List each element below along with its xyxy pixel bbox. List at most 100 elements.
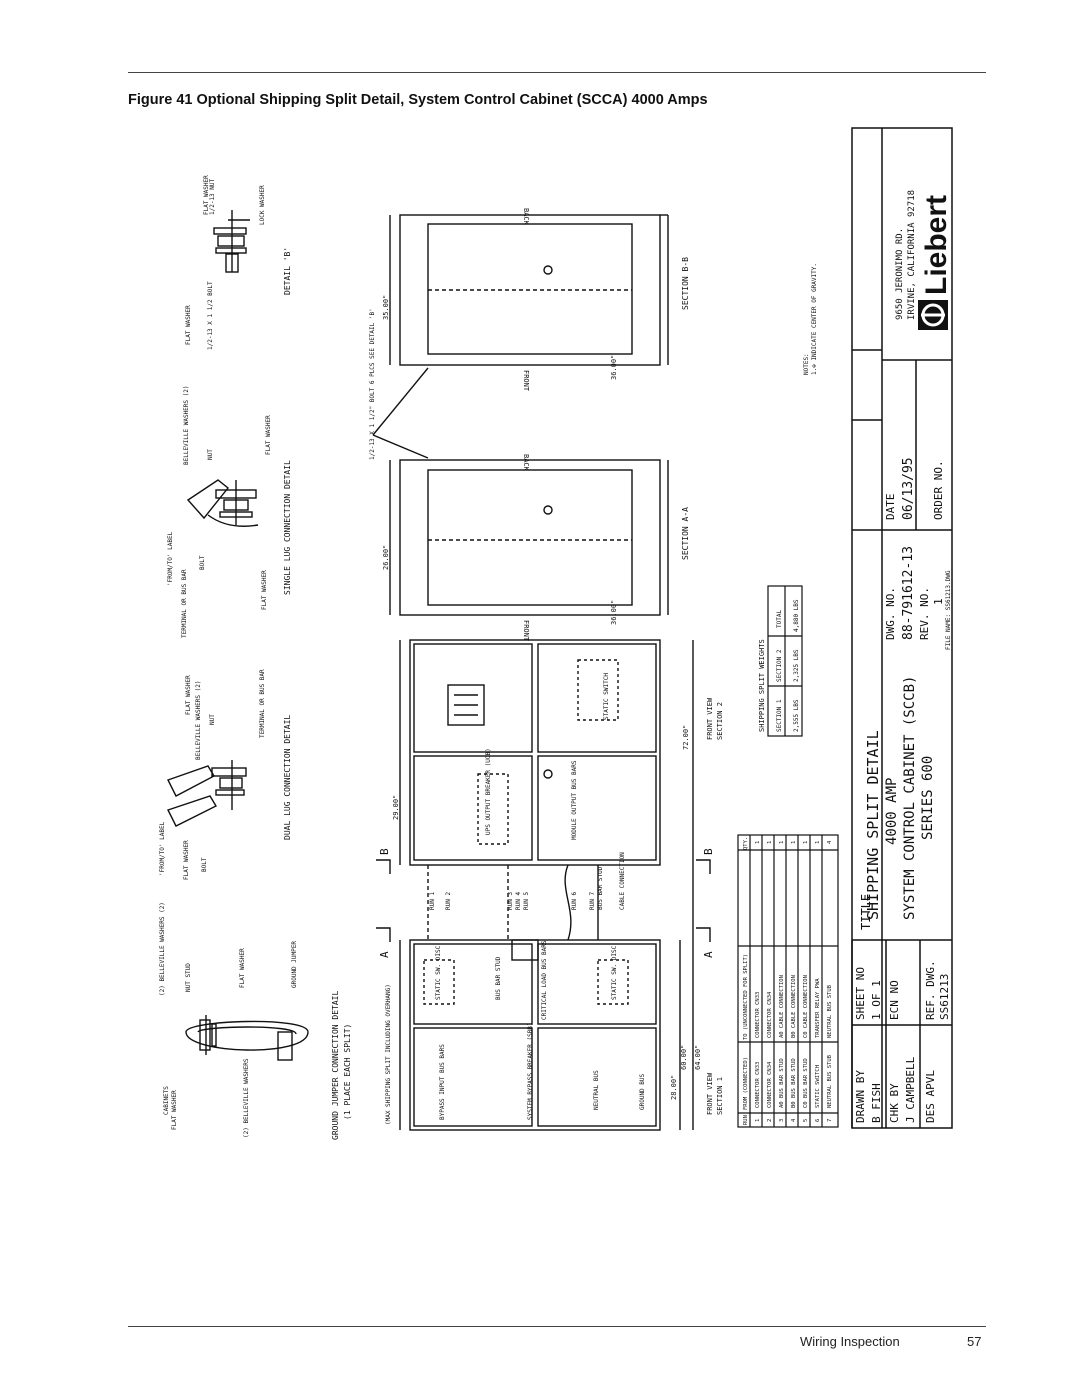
single-lug-label-4: BELLEVILLE WASHERS (2): [183, 386, 190, 465]
run-row-6-from: STATIC SWITCH: [815, 1065, 821, 1108]
ref-dwg-value: SS61213: [938, 974, 951, 1020]
single-lug-title: SINGLE LUG CONNECTION DETAIL: [283, 460, 292, 595]
weights-value-total: 4,880 LBS: [793, 599, 800, 632]
ground-jumper-label-2: FLAT WASHER: [239, 948, 246, 988]
weights-value-s1: 2,555 LBS: [793, 699, 800, 732]
title-label: TITLE: [859, 894, 873, 930]
run-table-header-from: FROM (CONNECTED): [743, 1057, 749, 1110]
s1-label-5: BUS BAR STUD: [495, 956, 502, 1000]
address-line-2: IRVINE, CALIFORNIA 92718: [907, 190, 917, 320]
run-row-7-qty: 4: [827, 840, 833, 844]
run-6: RUN 6: [571, 892, 578, 910]
section-marker-b-bottom: B: [702, 848, 715, 855]
run-row-4-from: B0 BUS BAR STUD: [791, 1058, 797, 1108]
chk-by-value: J CAMPBELL: [904, 1056, 917, 1123]
dim-29: 29.00": [392, 795, 400, 820]
run-row-6-run: 6: [815, 1119, 821, 1122]
run-row-6-to: TRANSFER RELAY PWA: [815, 978, 821, 1038]
front-view-drawing: [376, 639, 711, 1131]
weights-header-s2: SECTION 2: [776, 649, 783, 682]
run-row-5-run: 5: [803, 1119, 809, 1122]
ground-jumper-label-1: NUT STUD: [185, 963, 192, 992]
run-row-7-to: NEUTRAL BUS STUB: [827, 984, 833, 1038]
section-aa-width: 36.00": [610, 600, 618, 625]
section-bb-width: 36.00": [610, 355, 618, 380]
title-line-3: SYSTEM CONTROL CABINET (SCCB): [902, 676, 918, 920]
run-row-1-qty: 1: [755, 841, 761, 844]
section-aa-depth: 26.00": [382, 545, 390, 570]
page-number: 57: [967, 1334, 982, 1349]
run-row-5-qty: 1: [803, 841, 809, 844]
ref-dwg-label: REF. DWG.: [924, 960, 937, 1020]
run-row-2-run: 2: [767, 1119, 773, 1122]
s2-label-0: UPS OUTPUT BREAKER (UOB): [485, 748, 492, 835]
single-lug-detail: 'FROM/TO' LABEL TERMINAL OR BUS BAR BOLT…: [167, 386, 292, 638]
detail-b-label-4: 1/2-13 X 1 1/2 BOLT: [207, 281, 214, 350]
dual-lug-label-2: BOLT: [201, 857, 208, 872]
run-row-3-run: 3: [779, 1119, 785, 1122]
dual-lug-label-6: TERMINAL OR BUS BAR: [259, 669, 266, 738]
shipping-split-drawing: Liebert 9650 JERONIMO RD. IRVINE, CALIFO…: [159, 127, 953, 1140]
dual-lug-drawing: [167, 760, 247, 827]
sheet-no-label: SHEET NO: [854, 967, 867, 1020]
run-row-5-from: C0 BUS BAR STUD: [803, 1058, 809, 1108]
dwg-no-value: 88-791612-13: [901, 546, 916, 640]
run-row-2-from: CONNECTOR CN34: [767, 1061, 773, 1108]
detail-b-label-2: LOCK WASHER: [259, 185, 266, 225]
run-row-1-to: CONNECTOR CN33: [755, 992, 761, 1038]
drawn-by-value: B FISH: [870, 1083, 883, 1123]
dwg-no-label: DWG. NO.: [884, 587, 897, 640]
run-bus-bar-stud: BUS BAR STUD: [597, 866, 604, 910]
s1-label-4: STATIC SW. DISC.: [435, 942, 442, 1000]
date-value: 06/13/95: [901, 457, 916, 520]
dim-72: 72.00": [682, 725, 690, 750]
run-4: RUN 4: [515, 892, 522, 910]
ground-jumper-label-4: CABINETS: [163, 1086, 170, 1115]
detail-b-title: DETAIL 'B': [283, 247, 292, 295]
section-marker-a-top: A: [378, 951, 391, 958]
s1-label-3: GROUND BUS: [639, 1073, 646, 1110]
des-apvl-label: DES APVL: [924, 1070, 937, 1123]
date-label: DATE: [884, 494, 897, 521]
view-label-section-2: SECTION 2: [716, 702, 724, 740]
run-row-1-run: 1: [755, 1119, 761, 1122]
view-label-section-1: SECTION 1: [716, 1077, 724, 1115]
figure-caption: Figure 41 Optional Shipping Split Detail…: [128, 92, 708, 108]
s2-label-2: STATIC SWITCH: [603, 673, 610, 720]
dim-64: 64.00": [694, 1045, 702, 1070]
single-lug-label-6: FLAT WASHER: [265, 415, 272, 455]
section-bb-front: FRONT: [522, 370, 530, 392]
dual-lug-label-4: NUT: [209, 714, 216, 725]
ground-jumper-label-3: GROUND JUMPER: [291, 941, 298, 988]
company-name: Liebert: [920, 195, 953, 295]
single-lug-label-5: NUT: [207, 449, 214, 460]
front-view-text: (MAX SHIPPING SPLIT INCLUDING OVERHANG) …: [378, 673, 724, 1125]
dual-lug-label-1: FLAT WASHER: [183, 840, 190, 880]
ground-jumper-label-6: (2) BELLEVILLE WASHERS: [243, 1058, 250, 1138]
run-7: RUN 7: [589, 892, 596, 910]
run-table-header-to: TO (UNCONNECTED FOR SPLIT): [743, 954, 749, 1040]
s1-label-6: CRITICAL LOAD BUS BARS: [541, 940, 548, 1020]
run-5: RUN 5: [523, 892, 530, 910]
detail-b-drawing: [213, 210, 250, 273]
dual-lug-detail: 'FROM/TO' LABEL FLAT WASHER BOLT BELLEVI…: [159, 669, 292, 880]
run-row-7-from: NEUTRAL BUS STUB: [827, 1054, 833, 1108]
address-line-1: 9650 JERONIMO RD.: [895, 228, 905, 320]
run-row-3-to: A0 CABLE CONNECTION: [779, 975, 785, 1038]
run-table: RUN FROM (CONNECTED) TO (UNCONNECTED FOR…: [737, 834, 839, 1128]
ground-jumper-title: GROUND JUMPER CONNECTION DETAIL: [331, 991, 340, 1140]
weights-header-total: TOTAL: [776, 610, 783, 628]
section-bb-label: SECTION B-B: [681, 257, 690, 310]
ground-jumper-label-5: FLAT WASHER: [171, 1090, 178, 1130]
ecn-no-label: ECN NO: [888, 980, 901, 1020]
section-aa-label: SECTION A-A: [681, 507, 690, 560]
ground-jumper-label-0: (2) BELLEVILLE WASHERS (2): [159, 902, 166, 996]
s1-label-7: STATIC SW. DISC.: [611, 942, 618, 1000]
weights-value-s2: 2,325 LBS: [793, 649, 800, 682]
single-lug-label-2: BOLT: [199, 555, 206, 570]
order-no-label: ORDER NO.: [932, 460, 945, 520]
run-row-5-to: C0 CABLE CONNECTION: [803, 975, 809, 1038]
rev-no-value: 1: [932, 598, 945, 605]
run-row-4-qty: 1: [791, 841, 797, 844]
detail-b: FLAT WASHER 1/2-13 NUT LOCK WASHER FLAT …: [185, 175, 292, 350]
